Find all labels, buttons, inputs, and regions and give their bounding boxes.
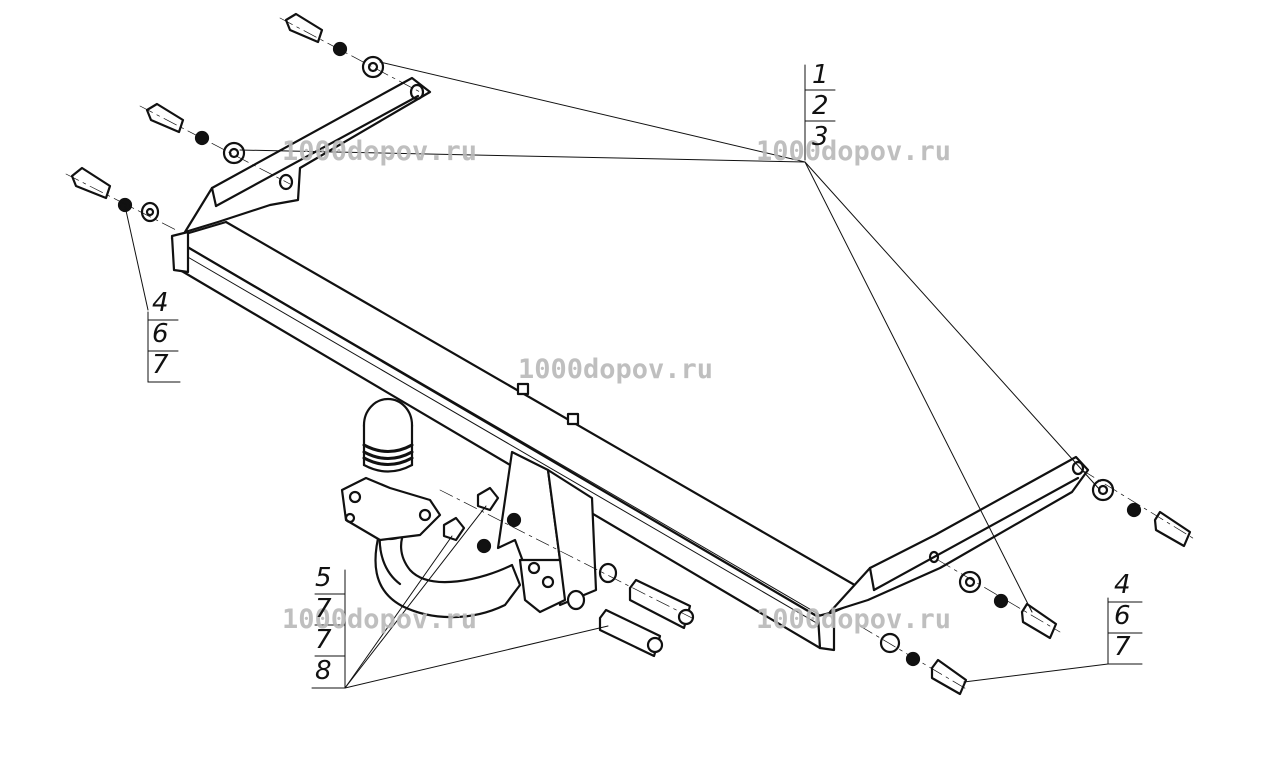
right-fastener-set-top xyxy=(1091,478,1192,548)
callout-label: 5 xyxy=(315,563,332,593)
axis-lines xyxy=(65,17,1197,691)
watermark-top-left: 1000dopov.ru xyxy=(282,136,478,167)
watermark-top-right: 1000dopov.ru xyxy=(756,136,952,167)
left-fastener-set-top xyxy=(284,12,385,79)
center-fasteners xyxy=(442,486,695,658)
ball-cover xyxy=(362,397,414,473)
callout-frames xyxy=(147,89,1143,657)
callout-label: 7 xyxy=(315,625,332,655)
tow-ball-neck xyxy=(340,476,522,619)
watermark-bottom-right: 1000dopov.ru xyxy=(756,604,952,635)
callout-left: 4 6 7 xyxy=(144,288,169,381)
callout-label: 7 xyxy=(1114,632,1131,662)
right-fastener-set-mid xyxy=(958,570,1058,640)
callout-label: 6 xyxy=(152,319,169,349)
callout-bottom-right: 4 6 7 xyxy=(1106,570,1131,663)
left-bracket xyxy=(183,76,432,234)
callout-label: 1 xyxy=(812,60,829,90)
leader-lines xyxy=(124,61,1143,689)
crossbar-tube xyxy=(170,220,874,652)
left-fastener-set-mid xyxy=(145,102,246,165)
left-fastener-set-low xyxy=(70,166,160,223)
callout-label: 2 xyxy=(812,91,829,121)
callout-label: 4 xyxy=(1114,570,1131,600)
watermark-bottom-left: 1000dopov.ru xyxy=(282,604,478,635)
callout-label: 8 xyxy=(315,656,332,686)
callout-label: 7 xyxy=(152,350,169,380)
watermark-center: 1000dopov.ru xyxy=(518,354,714,385)
callout-label: 4 xyxy=(152,288,169,318)
callout-bottom-left: 5 7 7 8 xyxy=(307,563,332,687)
right-bracket xyxy=(828,455,1090,614)
callout-label: 3 xyxy=(812,122,829,152)
callout-top-right: 1 2 3 xyxy=(804,60,829,153)
callout-label: 7 xyxy=(315,594,332,624)
callout-label: 6 xyxy=(1114,601,1131,631)
